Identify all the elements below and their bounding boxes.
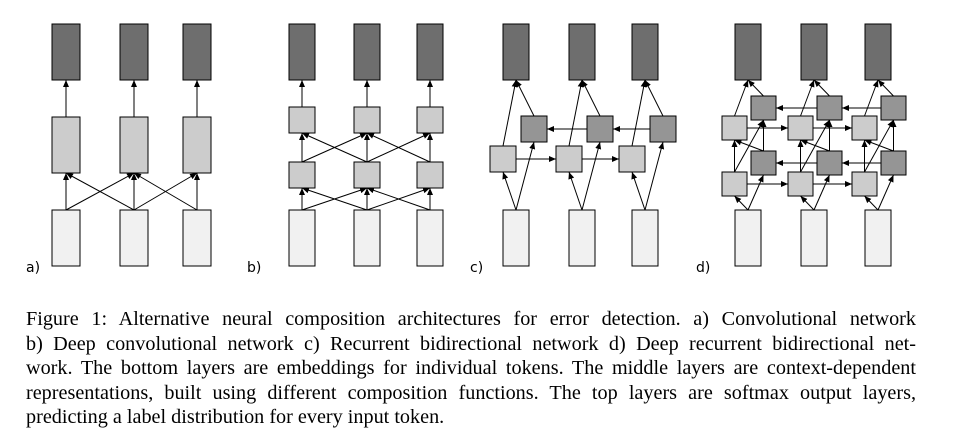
panel-d-label: d)	[696, 260, 710, 276]
connection-arrow	[864, 139, 894, 152]
softmax-output-node	[631, 23, 659, 81]
caption-line: Figure 1: Alternative neural composition…	[26, 308, 916, 330]
backward-recurrent-node	[750, 150, 777, 176]
panel-c-label: c)	[470, 260, 483, 276]
connection-arrow	[366, 132, 431, 163]
hidden-layer-node	[416, 161, 444, 189]
connection-arrow	[644, 141, 665, 211]
backward-recurrent-node	[816, 95, 843, 121]
connection-arrow	[568, 171, 583, 211]
figure-caption: Figure 1: Alternative neural composition…	[26, 307, 916, 430]
softmax-output-node	[502, 23, 530, 81]
forward-recurrent-node	[721, 115, 748, 141]
softmax-output-node	[288, 23, 316, 81]
connection-arrow	[800, 195, 815, 211]
panel-a-label: a)	[26, 260, 40, 276]
input-embedding-node	[568, 209, 596, 267]
input-embedding-node	[119, 209, 149, 267]
forward-recurrent-node	[618, 145, 646, 173]
forward-recurrent-node	[787, 115, 814, 141]
connection-arrow	[631, 79, 647, 147]
hidden-layer-node	[416, 106, 444, 134]
backward-recurrent-node	[816, 150, 843, 176]
forward-recurrent-node	[555, 145, 583, 173]
hidden-layer-node	[119, 116, 149, 174]
connection-arrow	[581, 141, 602, 211]
input-embedding-node	[288, 209, 316, 267]
panel-b-label: b)	[247, 260, 261, 276]
caption-line: work. The bottom layers are embeddings f…	[26, 357, 916, 379]
connection-arrow	[747, 174, 764, 211]
connection-arrow	[515, 141, 536, 211]
connection-arrow	[366, 187, 431, 211]
connection-arrow	[515, 79, 535, 117]
softmax-output-node	[734, 23, 762, 81]
input-embedding-node	[864, 209, 892, 267]
connection-arrow	[747, 79, 764, 97]
architecture-diagrams: a) b) c) d)	[26, 23, 907, 276]
hidden-layer-node	[353, 161, 381, 189]
connection-arrow	[301, 187, 368, 211]
panel-labels: a) b) c) d)	[26, 260, 710, 276]
forward-recurrent-node	[851, 171, 878, 197]
hidden-layer-node	[182, 116, 212, 174]
connection-arrow	[581, 79, 601, 117]
input-embedding-node	[734, 209, 762, 267]
softmax-output-node	[800, 23, 828, 81]
forward-recurrent-node	[851, 115, 878, 141]
forward-recurrent-node	[721, 171, 748, 197]
connection-arrow	[631, 171, 646, 211]
backward-recurrent-node	[880, 95, 907, 121]
connection-arrow	[301, 132, 368, 163]
hidden-layer-node	[51, 116, 81, 174]
network-nodes	[51, 23, 907, 267]
connection-arrow	[877, 174, 894, 211]
connection-arrow	[864, 195, 879, 211]
connection-arrow	[568, 79, 584, 147]
connection-arrow	[813, 79, 830, 97]
connection-arrow	[800, 139, 830, 152]
input-embedding-node	[353, 209, 381, 267]
connection-arrow	[813, 174, 830, 211]
softmax-output-node	[864, 23, 892, 81]
connection-arrow	[65, 172, 135, 211]
softmax-output-node	[353, 23, 381, 81]
softmax-output-node	[568, 23, 596, 81]
softmax-output-node	[51, 23, 81, 81]
caption-line: predicting a label distribution for ever…	[26, 406, 445, 428]
backward-recurrent-node	[586, 115, 614, 143]
hidden-layer-node	[288, 161, 316, 189]
connection-arrows	[63, 79, 897, 211]
connection-arrow	[734, 139, 764, 152]
backward-recurrent-node	[649, 115, 677, 143]
connection-arrow	[502, 171, 517, 211]
input-embedding-node	[416, 209, 444, 267]
hidden-layer-node	[353, 106, 381, 134]
input-embedding-node	[800, 209, 828, 267]
backward-recurrent-node	[750, 95, 777, 121]
connection-arrow	[502, 79, 518, 147]
input-embedding-node	[502, 209, 530, 267]
caption-line: b) Deep convolutional network c) Recurre…	[26, 332, 916, 355]
backward-recurrent-node	[880, 150, 907, 176]
input-embedding-node	[51, 209, 81, 267]
connection-arrow	[133, 172, 198, 211]
input-embedding-node	[182, 209, 212, 267]
hidden-layer-node	[288, 106, 316, 134]
connection-arrow	[734, 79, 749, 117]
input-embedding-node	[631, 209, 659, 267]
caption-line: representations, built using different c…	[26, 381, 916, 404]
connection-arrow	[877, 79, 894, 97]
connection-arrow	[800, 79, 815, 117]
connection-arrow	[644, 79, 664, 117]
backward-recurrent-node	[520, 115, 548, 143]
forward-recurrent-node	[489, 145, 517, 173]
forward-recurrent-node	[787, 171, 814, 197]
connection-arrow	[734, 195, 749, 211]
softmax-output-node	[182, 23, 212, 81]
softmax-output-node	[119, 23, 149, 81]
connection-arrow	[864, 79, 879, 117]
softmax-output-node	[416, 23, 444, 81]
